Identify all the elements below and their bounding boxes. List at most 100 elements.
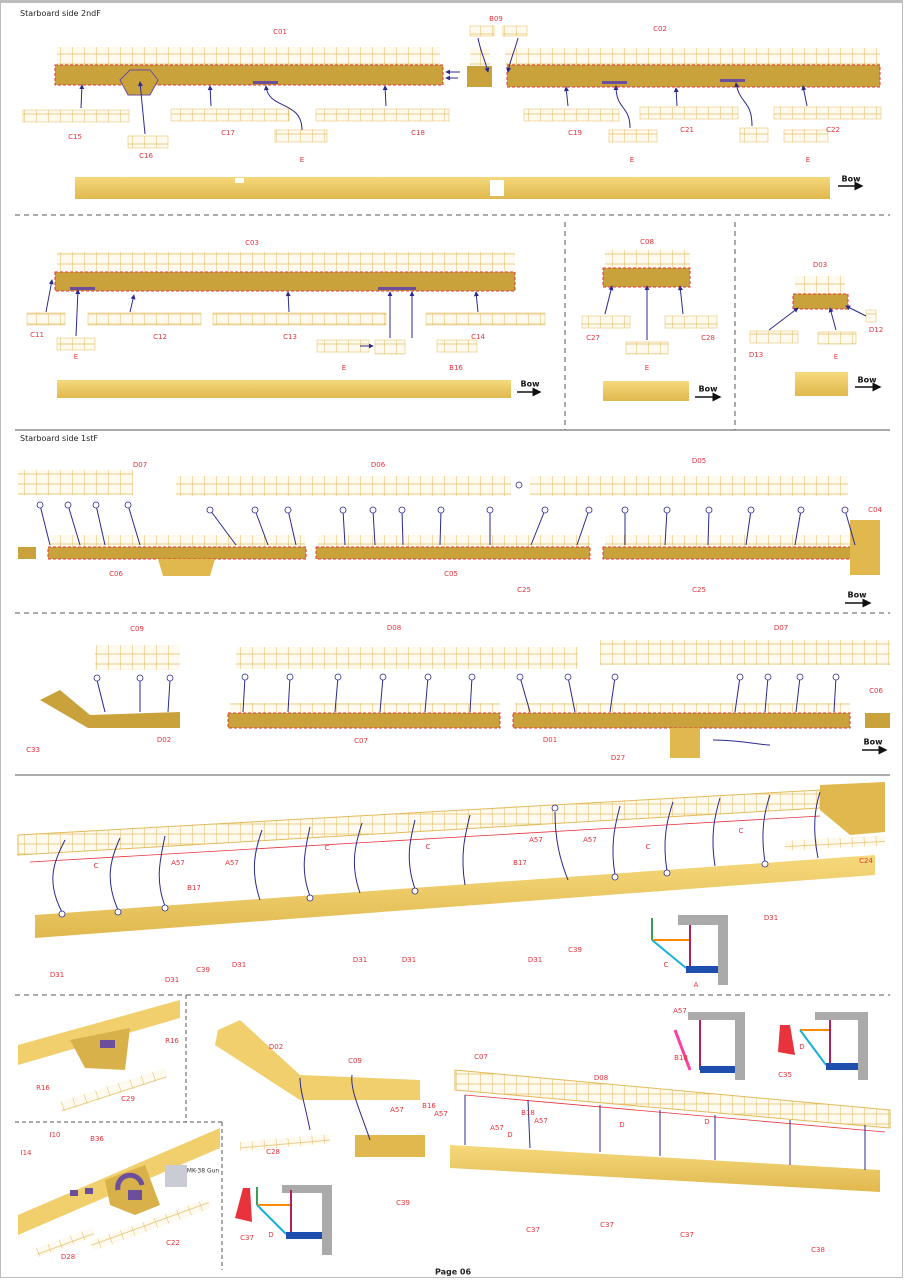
- part-label: A57: [673, 1007, 687, 1015]
- part-label: D28: [60, 1253, 76, 1261]
- part-label: C25: [692, 586, 706, 594]
- part-label: A57: [171, 859, 185, 867]
- part-label: B18: [674, 1054, 688, 1062]
- part-label: C09: [348, 1057, 362, 1065]
- part-label: D31: [527, 956, 543, 964]
- part-label: D02: [156, 736, 172, 744]
- part-label: C21: [680, 126, 694, 134]
- part-label: C37: [600, 1221, 614, 1229]
- part-label: A57: [225, 859, 239, 867]
- cross-section-diagram-d: [235, 1185, 332, 1255]
- part-label: C39: [568, 946, 582, 954]
- part-label: C37: [680, 1231, 694, 1239]
- part-label: C35: [778, 1071, 792, 1079]
- part-label: C16: [139, 152, 153, 160]
- part-label: C12: [153, 333, 167, 341]
- part-label: B16: [422, 1102, 436, 1110]
- part-label: C24: [859, 857, 873, 865]
- part-label: R16: [36, 1084, 50, 1092]
- part-label: D: [704, 1118, 710, 1126]
- part-label: C05: [444, 570, 458, 578]
- part-label: D13: [748, 351, 764, 359]
- part-label: A57: [529, 836, 543, 844]
- part-label: C02: [653, 25, 667, 33]
- part-label: D01: [542, 736, 558, 744]
- part-label: C22: [826, 126, 840, 134]
- part-label: C22: [166, 1239, 180, 1247]
- part-label: D08: [386, 624, 402, 632]
- part-label: C14: [471, 333, 485, 341]
- bow-label: Bow: [847, 590, 867, 600]
- part-label: C19: [568, 129, 582, 137]
- part-label: C: [663, 961, 669, 969]
- part-label: D31: [49, 971, 65, 979]
- part-label: D31: [401, 956, 417, 964]
- part-label: A57: [390, 1106, 404, 1114]
- part-label: E: [341, 364, 347, 372]
- cross-section-diagram-a: [651, 915, 728, 985]
- part-label: D08: [593, 1074, 609, 1082]
- section-title-1stf: Starboard side 1stF: [20, 434, 98, 443]
- part-label: A57: [534, 1117, 548, 1125]
- part-label: D03: [812, 261, 828, 269]
- cross-section-diagram-b: [673, 1012, 745, 1080]
- part-label: R16: [165, 1037, 179, 1045]
- cross-section-diagram-c: [778, 1012, 868, 1080]
- part-label: B18: [521, 1109, 535, 1117]
- part-label: D31: [352, 956, 368, 964]
- section-1stf-assembly: [18, 470, 880, 608]
- part-label: A57: [490, 1124, 504, 1132]
- part-label: C06: [109, 570, 123, 578]
- part-label: C29: [121, 1095, 135, 1103]
- part-label: B17: [187, 884, 201, 892]
- part-label: C09: [130, 625, 144, 633]
- part-label: D31: [231, 961, 247, 969]
- part-label: E: [299, 156, 305, 164]
- part-label: D07: [132, 461, 148, 469]
- part-label: C15: [68, 133, 82, 141]
- part-label: C01: [273, 28, 287, 36]
- part-label: E: [629, 156, 635, 164]
- part-label: D: [799, 1043, 805, 1051]
- part-label: C17: [221, 129, 235, 137]
- section-perspective-1: [17, 782, 886, 985]
- part-label: C37: [526, 1226, 540, 1234]
- part-label: E: [833, 353, 839, 361]
- section-title-2ndf: Starboard side 2ndF: [20, 9, 101, 18]
- part-label: C: [324, 844, 330, 852]
- part-label: C18: [411, 129, 425, 137]
- part-label: D31: [164, 976, 180, 984]
- part-label: A: [693, 981, 699, 989]
- part-label: C39: [396, 1199, 410, 1207]
- part-label: E: [805, 156, 811, 164]
- part-label: D: [507, 1131, 513, 1139]
- part-label: D31: [763, 914, 779, 922]
- part-label: A57: [583, 836, 597, 844]
- part-label: D27: [610, 754, 626, 762]
- bow-label: Bow: [698, 384, 718, 394]
- bow-label: Bow: [520, 379, 540, 389]
- part-label: B36: [90, 1135, 104, 1143]
- part-label: C: [645, 843, 651, 851]
- part-label: C: [425, 843, 431, 851]
- part-label: C39: [196, 966, 210, 974]
- part-label: C07: [474, 1053, 488, 1061]
- part-label: E: [73, 353, 79, 361]
- part-label: D12: [868, 326, 884, 334]
- section-2ndf-assembly: [22, 25, 882, 199]
- part-label: C25: [517, 586, 531, 594]
- part-label: D02: [268, 1043, 284, 1051]
- part-label: C: [738, 827, 744, 835]
- gun-label: MK-38 Gun: [186, 1167, 220, 1175]
- part-label: I10: [49, 1131, 61, 1139]
- part-label: C04: [868, 506, 882, 514]
- part-label: C08: [640, 238, 654, 246]
- part-label: C33: [26, 746, 40, 754]
- part-label: D07: [773, 624, 789, 632]
- part-label: D06: [370, 461, 386, 469]
- part-label: B16: [449, 364, 463, 372]
- part-label: C03: [245, 239, 259, 247]
- part-label: A57: [434, 1110, 448, 1118]
- part-label: D: [619, 1121, 625, 1129]
